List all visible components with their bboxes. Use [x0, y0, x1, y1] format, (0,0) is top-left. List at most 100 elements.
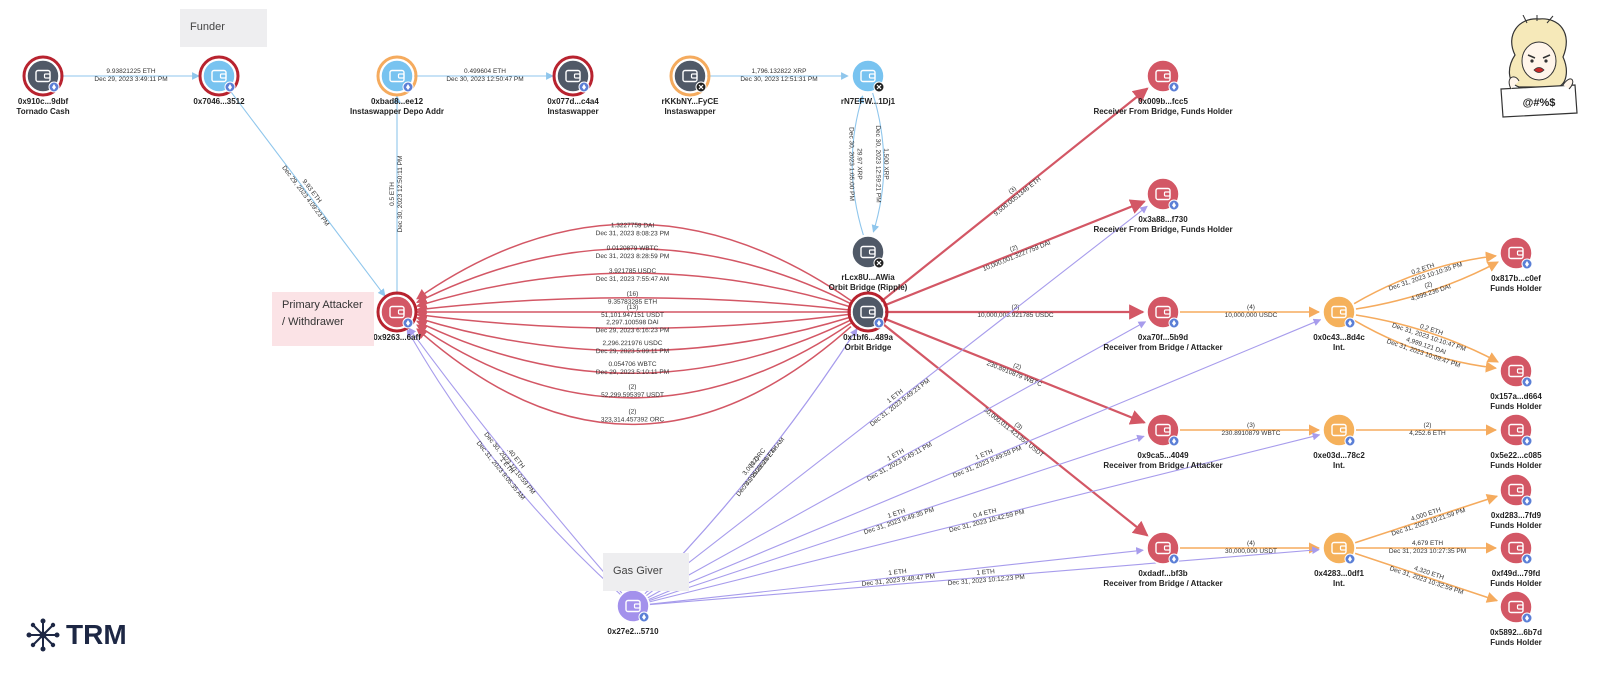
edge-n1bf6-n9263[interactable]: (13)51,101.947151 USDT [415, 304, 852, 319]
edge-label: (13)51,101.947151 USDT [601, 304, 664, 319]
edge-label-line2: Dec 31, 2023 10:27:35 PM [1389, 548, 1466, 555]
edge-label: (4)30,000,000 USDT [1225, 540, 1277, 555]
edge-line [1354, 494, 1499, 544]
edge-n1bf6-n009b[interactable]: (3)9,500.0051346 ETH [880, 87, 1149, 303]
node-ring [198, 55, 240, 97]
edge-label-line1: 1 ETH [976, 568, 995, 577]
node-n9263[interactable]: 0x9263...6aff [373, 291, 421, 342]
node-ring [376, 291, 418, 333]
edge-n1bf6-n9263[interactable]: (16)9.35783285 ETH [415, 291, 852, 314]
eth-badge-icon [1168, 435, 1180, 447]
wallet-icon [1331, 423, 1347, 437]
edge-label-line2: 323,314.457392 ORC [601, 416, 665, 423]
node-nrN7[interactable]: rN7EFW...1Dj1 [841, 59, 896, 106]
eth-badge-icon [1521, 612, 1533, 624]
edge-ne03d-n5e22[interactable]: (2)4,252.6 ETH [1356, 422, 1498, 437]
edge-n1bf6-na70f[interactable]: (2)10,000,003.921785 USDC [884, 304, 1145, 320]
edge-n1bf6-n9263[interactable]: (2)323,314.457392 ORC [416, 325, 852, 426]
xrp-badge-icon [873, 81, 885, 93]
edge-label-line2: Dec 31, 2023 8:28:59 PM [596, 253, 670, 260]
node-label: rKKbNY...FyCE [662, 97, 720, 106]
node-label: 0x9ca5...4049 [1137, 451, 1189, 460]
node-label: 0x910c...9dbf [18, 97, 69, 106]
node-label: 0xf49d...79fd [1492, 569, 1541, 578]
node-sublabel: Instaswapper [664, 107, 715, 116]
edge-label: (3)230.8910879 WBTC [1222, 422, 1281, 437]
edge-line [1355, 261, 1499, 310]
edge-label: (12)70.99508628 ETH [741, 444, 780, 490]
node-sublabel: Int. [1333, 579, 1345, 588]
angry-mascot-illustration: @#%$ [1500, 15, 1578, 118]
edge-n1bf6-ndadf[interactable]: (3)30,000,011.421354 USDT [880, 321, 1149, 537]
eth-badge-icon [1344, 553, 1356, 565]
edge-label-line2: Dec 29, 2023 5:09:11 PM [596, 348, 669, 355]
node-ring [22, 55, 64, 97]
edge-n1bf6-n9263[interactable]: (2)52,299.595397 USDT [416, 322, 852, 399]
edge-label-line2: Dec 29, 2023 6:16:23 PM [596, 327, 670, 334]
edge-label-line2: Dec 30, 2023 12:59:21 PM [874, 125, 881, 202]
edge-label-line2: Dec 29, 2023 4:09:23 PM [280, 165, 330, 228]
edge-label: (3)9,500.0051346 ETH [993, 176, 1043, 218]
edge-line [1353, 251, 1497, 305]
wallet-icon [860, 69, 876, 83]
edge-n9ca5-ne03d[interactable]: (3)230.8910879 WBTC [1180, 422, 1321, 437]
edge-label-line2: 9.35783285 ETH [608, 299, 657, 306]
wallet-icon [625, 599, 641, 613]
wallet-icon [860, 305, 876, 319]
node-n7046[interactable]: 0x7046...3512 [193, 55, 245, 106]
edge-label-line2: Dec 30, 2023 12:51:31 PM [740, 76, 817, 83]
eth-badge-icon [1521, 258, 1533, 270]
edge-n1bf6-n9ca5[interactable]: (2)230.8910879 WBTC [883, 317, 1146, 425]
edge-label: (2)52,299.595397 USDT [601, 384, 664, 399]
edge-na70f-n0c43[interactable]: (4)10,000,000 USDC [1179, 304, 1321, 319]
node-n27e2[interactable]: 0x27e2...5710 [607, 589, 659, 636]
edge-label-line1: 1,796.132822 XRP [752, 68, 807, 75]
edge-ndadf-n4283[interactable]: (4)30,000,000 USDT [1179, 540, 1321, 555]
funder-callout: Funder [180, 9, 267, 47]
edge-n1bf6-n3a88[interactable]: (2)10,000,001.3227759 DAI [883, 199, 1146, 307]
